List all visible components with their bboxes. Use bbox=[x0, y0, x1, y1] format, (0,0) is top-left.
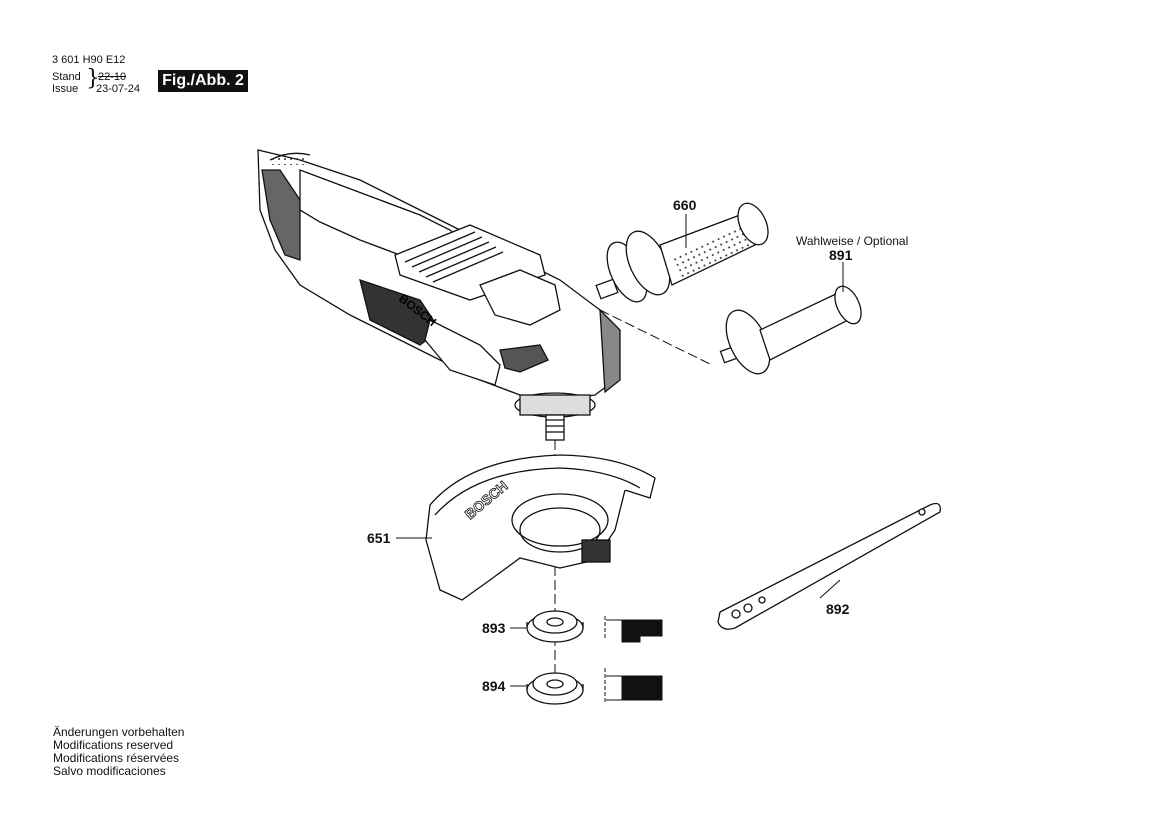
part-number: 3 601 H90 E12 bbox=[52, 54, 126, 66]
clamping-nut-894 bbox=[526, 672, 584, 705]
callout-892: 892 bbox=[826, 601, 850, 617]
issue-label: Issue bbox=[52, 83, 79, 95]
auxiliary-handle-891 bbox=[719, 285, 862, 375]
alignment-lines bbox=[554, 309, 713, 690]
issue-date: 23-07-24 bbox=[96, 83, 141, 95]
footer-note-en: Modifications reserved bbox=[53, 738, 174, 752]
stand-label: Stand bbox=[52, 71, 81, 83]
date-brace: } bbox=[86, 66, 100, 91]
callout-893: 893 bbox=[482, 620, 506, 636]
callout-660: 660 bbox=[673, 197, 697, 213]
auxiliary-handle-660 bbox=[595, 202, 769, 303]
flange-893-profile bbox=[604, 616, 663, 643]
callout-891: 891 bbox=[829, 247, 853, 263]
nut-894-profile bbox=[604, 668, 663, 704]
footer-note-es: Salvo modificaciones bbox=[53, 764, 166, 778]
leader-lines bbox=[396, 214, 844, 687]
mounting-flange-893 bbox=[526, 610, 584, 643]
superseded-date: 22-10 bbox=[98, 71, 127, 83]
angle-grinder-body bbox=[257, 149, 621, 441]
figure-label: Fig./Abb. 2 bbox=[158, 70, 248, 92]
protective-guard-651: BOSCH bbox=[425, 454, 656, 601]
callout-651: 651 bbox=[367, 530, 391, 546]
callout-894: 894 bbox=[482, 678, 506, 694]
footer-note-de: Änderungen vorbehalten bbox=[53, 725, 185, 739]
spanner-892 bbox=[717, 502, 941, 630]
footer-note-fr: Modifications réservées bbox=[53, 751, 180, 765]
optional-note: Wahlweise / Optional bbox=[796, 234, 909, 248]
